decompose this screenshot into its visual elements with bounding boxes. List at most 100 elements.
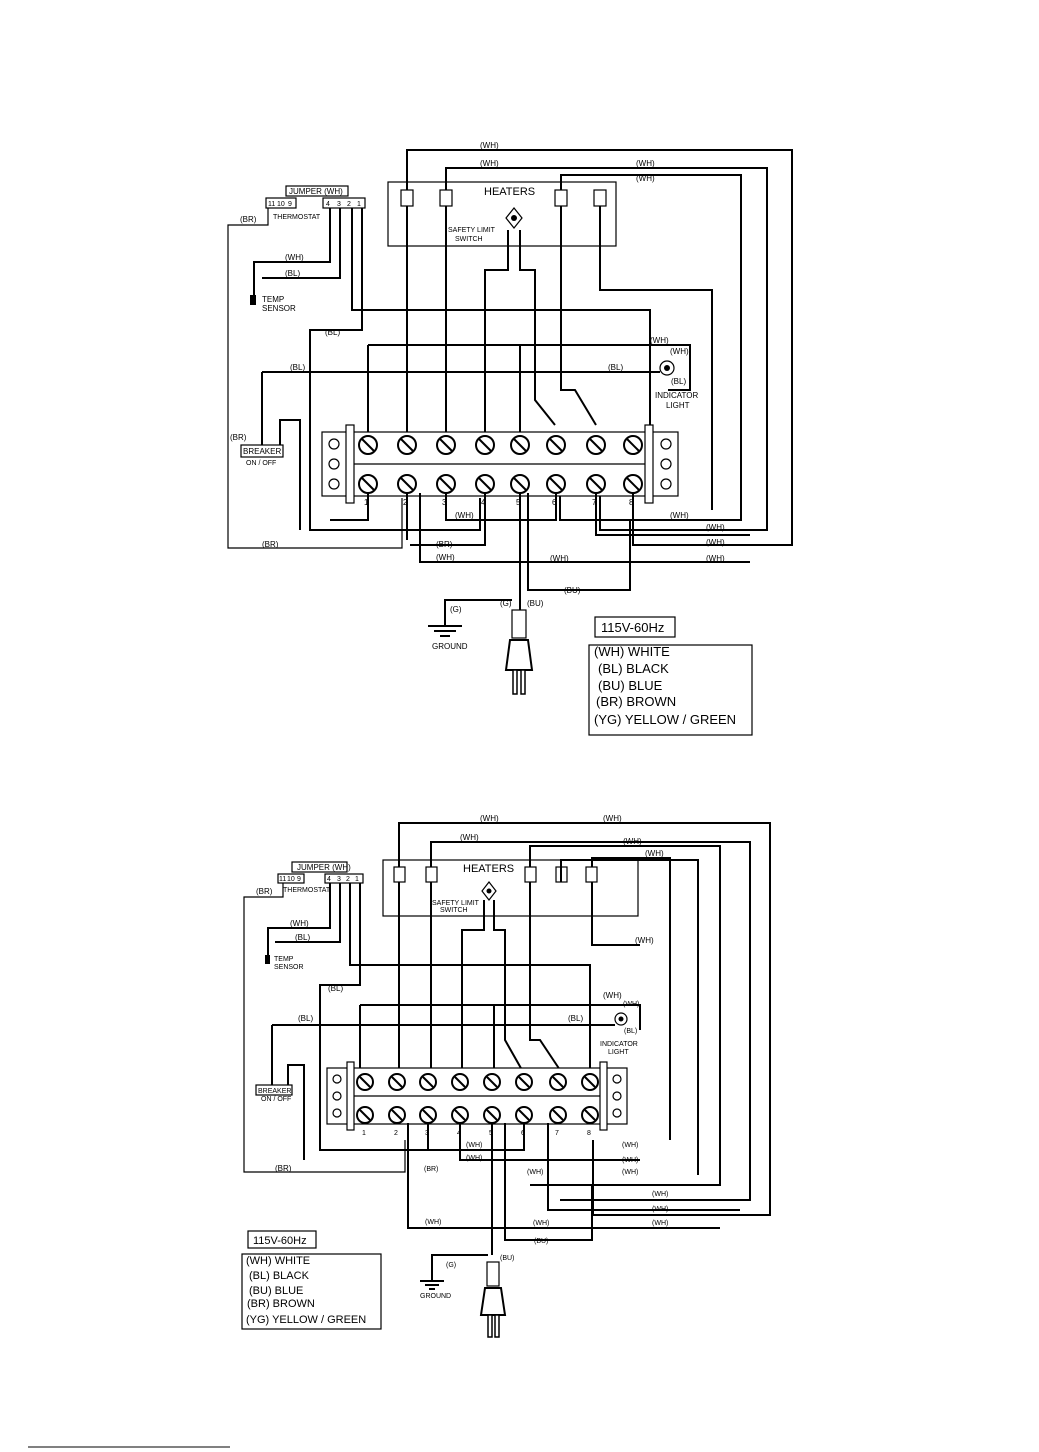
svg-text:(WH): (WH)	[436, 553, 455, 562]
svg-text:11: 11	[268, 201, 275, 208]
svg-text:(BU): (BU)	[564, 586, 581, 595]
legend-item: (BU) BLUE	[598, 678, 663, 693]
svg-text:9: 9	[297, 876, 301, 883]
diagram-2: HEATERS SAFETY LIMIT SWITCH (WH) (WH) (W…	[241, 814, 771, 1338]
thermostat-terminals-right	[322, 197, 366, 209]
svg-text:INDICATOR: INDICATOR	[600, 1041, 638, 1048]
safety-limit-label: SAFETY LIMIT	[448, 227, 496, 234]
svg-text:(BR): (BR)	[240, 215, 257, 224]
svg-text:2: 2	[346, 876, 350, 883]
heaters-box	[387, 181, 617, 247]
breaker-on-off-label: ON / OFF	[246, 460, 276, 467]
svg-text:(WH): (WH)	[527, 1169, 543, 1176]
svg-text:(WH): (WH)	[622, 1157, 638, 1164]
svg-text:(WH): (WH)	[706, 523, 725, 532]
legend-item: (WH) WHITE	[246, 1255, 310, 1267]
sensor-label: SENSOR	[262, 304, 296, 313]
svg-text:(WH): (WH)	[623, 837, 642, 846]
svg-text:(WH): (WH)	[645, 849, 664, 858]
temp-sensor-icon	[250, 295, 256, 305]
svg-text:(BL): (BL)	[671, 377, 686, 386]
svg-text:(WH): (WH)	[652, 1220, 668, 1227]
svg-text:(WH): (WH)	[455, 511, 474, 520]
svg-text:(BR): (BR)	[275, 1164, 292, 1173]
svg-text:(BL): (BL)	[298, 1014, 313, 1023]
svg-text:(WH): (WH)	[480, 141, 499, 150]
svg-text:(WH): (WH)	[480, 159, 499, 168]
legend-item: (BU) BLUE	[249, 1285, 303, 1297]
svg-text:(BL): (BL)	[325, 328, 340, 337]
voltage-label: 115V-60Hz	[601, 620, 664, 635]
svg-text:8: 8	[587, 1130, 591, 1137]
svg-text:(WH): (WH)	[603, 991, 622, 1000]
svg-text:(WH): (WH)	[603, 814, 622, 823]
heater-terminal	[400, 189, 414, 207]
legend-item: (BL) BLACK	[598, 661, 669, 676]
svg-text:TEMP: TEMP	[274, 956, 294, 963]
svg-text:SAFETY LIMIT: SAFETY LIMIT	[432, 900, 480, 907]
svg-text:2: 2	[394, 1130, 398, 1137]
legend-item: (YG) YELLOW / GREEN	[246, 1314, 366, 1326]
svg-text:11: 11	[279, 876, 286, 883]
thermostat-label: THERMOSTAT	[273, 214, 321, 221]
svg-text:(BR): (BR)	[436, 540, 453, 549]
svg-text:1: 1	[355, 876, 359, 883]
indicator-label: INDICATOR	[655, 391, 698, 400]
svg-text:8: 8	[629, 498, 634, 507]
svg-text:(WH): (WH)	[533, 1220, 549, 1227]
svg-text:1: 1	[362, 1130, 366, 1137]
svg-text:(WH): (WH)	[636, 159, 655, 168]
svg-text:7: 7	[592, 498, 597, 507]
svg-text:4: 4	[327, 876, 331, 883]
legend-item: (WH) WHITE	[594, 644, 670, 659]
safety-switch-label: SWITCH	[455, 236, 483, 243]
svg-text:(BR): (BR)	[424, 1166, 438, 1173]
svg-text:(WH): (WH)	[670, 511, 689, 520]
svg-text:(BL): (BL)	[328, 984, 343, 993]
svg-text:6: 6	[552, 498, 557, 507]
svg-text:10: 10	[277, 201, 285, 208]
voltage-box	[594, 616, 676, 638]
svg-text:10: 10	[287, 876, 295, 883]
svg-text:(WH): (WH)	[480, 814, 499, 823]
svg-text:BREAKER: BREAKER	[258, 1088, 291, 1095]
svg-text:GROUND: GROUND	[420, 1293, 451, 1300]
ground-label: GROUND	[432, 642, 468, 651]
legend-box	[588, 644, 753, 736]
svg-text:2: 2	[403, 498, 408, 507]
power-plug-icon	[479, 1261, 507, 1338]
svg-text:3: 3	[337, 876, 341, 883]
jumper-label: JUMPER (WH)	[289, 187, 343, 196]
light-label: LIGHT	[666, 401, 690, 410]
svg-text:115V-60Hz: 115V-60Hz	[253, 1235, 307, 1247]
svg-text:(WH): (WH)	[652, 1191, 668, 1198]
svg-text:4: 4	[326, 201, 330, 208]
svg-text:(WH): (WH)	[285, 253, 304, 262]
terminal-screws-top	[356, 1073, 599, 1091]
legend-item: (YG) YELLOW / GREEN	[594, 712, 736, 727]
safety-limit-switch-icon	[481, 881, 497, 901]
svg-text:(WH): (WH)	[622, 1142, 638, 1149]
svg-text:7: 7	[555, 1130, 559, 1137]
svg-text:(WH): (WH)	[425, 1219, 441, 1226]
svg-text:9: 9	[288, 201, 292, 208]
svg-text:(WH): (WH)	[652, 1206, 668, 1213]
voltage-box	[247, 1230, 317, 1249]
svg-text:(WH): (WH)	[635, 936, 654, 945]
diagram-1: HEATERS SAFETY LIMIT SWITCH (WH) (WH) (W…	[227, 141, 793, 736]
legend-box	[241, 1253, 382, 1330]
svg-text:(BR): (BR)	[230, 433, 247, 442]
thermostat-terminals-left	[265, 197, 297, 209]
svg-text:(WH): (WH)	[636, 174, 655, 183]
svg-text:(BL): (BL)	[285, 269, 300, 278]
svg-text:5: 5	[516, 498, 521, 507]
svg-text:(G): (G)	[446, 1262, 456, 1269]
svg-text:(WH): (WH)	[622, 1169, 638, 1176]
svg-text:LIGHT: LIGHT	[608, 1049, 629, 1056]
svg-text:(WH): (WH)	[466, 1142, 482, 1149]
svg-text:3: 3	[442, 498, 447, 507]
temp-label: TEMP	[262, 295, 284, 304]
heater-terminal	[439, 189, 453, 207]
svg-text:(WH): (WH)	[466, 1155, 482, 1162]
